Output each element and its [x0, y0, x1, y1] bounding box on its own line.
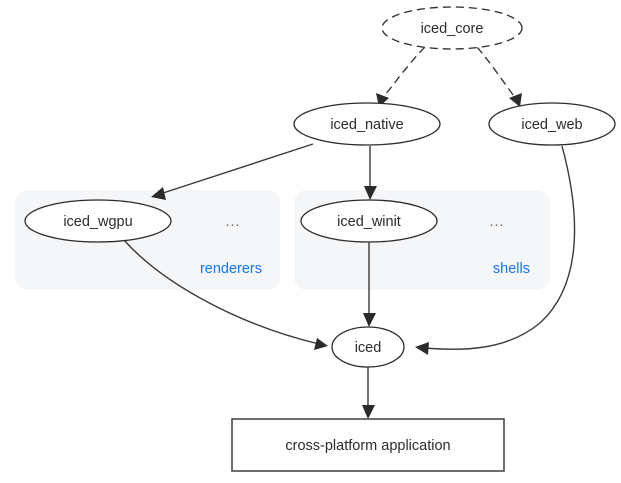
node-application-shape[interactable]	[231, 418, 505, 472]
node-iced-web[interactable]: iced_web	[488, 102, 616, 146]
edge-iced-native-to-iced-winit-arrowhead	[364, 186, 377, 200]
node-iced-winit[interactable]: iced_winit	[300, 199, 438, 243]
node-iced-web-shape[interactable]	[488, 102, 616, 146]
node-iced-wgpu-shape[interactable]	[24, 199, 172, 243]
edge-iced-native-to-iced-winit	[364, 146, 377, 200]
edge-iced-wgpu-to-iced-line	[123, 239, 320, 345]
edge-iced-core-to-iced-web-arrowhead	[509, 93, 522, 107]
node-iced-wgpu[interactable]: iced_wgpu	[24, 199, 172, 243]
node-iced-core-shape[interactable]	[381, 6, 523, 50]
edge-iced-winit-to-iced	[363, 241, 376, 327]
edge-iced-core-to-iced-web-line	[476, 46, 517, 100]
edge-iced-to-application-arrowhead	[362, 405, 375, 419]
node-application[interactable]: cross-platform application	[231, 418, 505, 472]
edge-iced-to-application	[362, 367, 375, 419]
edge-iced-wgpu-to-iced-arrowhead	[314, 338, 328, 350]
node-iced[interactable]: iced	[331, 326, 405, 368]
node-iced-native-shape[interactable]	[293, 102, 441, 146]
node-iced-native[interactable]: iced_native	[293, 102, 441, 146]
edge-iced-native-to-iced-wgpu-arrowhead	[151, 187, 166, 200]
edge-iced-core-to-iced-native-line	[381, 46, 426, 100]
edge-iced-web-to-iced-line	[423, 145, 576, 350]
node-iced-shape[interactable]	[331, 326, 405, 368]
edge-iced-core-to-iced-web	[476, 46, 522, 107]
node-iced-winit-shape[interactable]	[300, 199, 438, 243]
edge-iced-wgpu-to-iced	[123, 239, 328, 350]
node-iced-core[interactable]: iced_core	[381, 6, 523, 50]
edge-iced-web-to-iced	[415, 145, 576, 355]
edge-iced-web-to-iced-arrowhead	[415, 342, 429, 355]
edge-iced-native-to-iced-wgpu	[151, 143, 314, 200]
edge-iced-core-to-iced-native	[376, 46, 426, 107]
edge-iced-native-to-iced-wgpu-line	[159, 143, 314, 195]
edge-iced-winit-to-iced-arrowhead	[363, 313, 376, 327]
